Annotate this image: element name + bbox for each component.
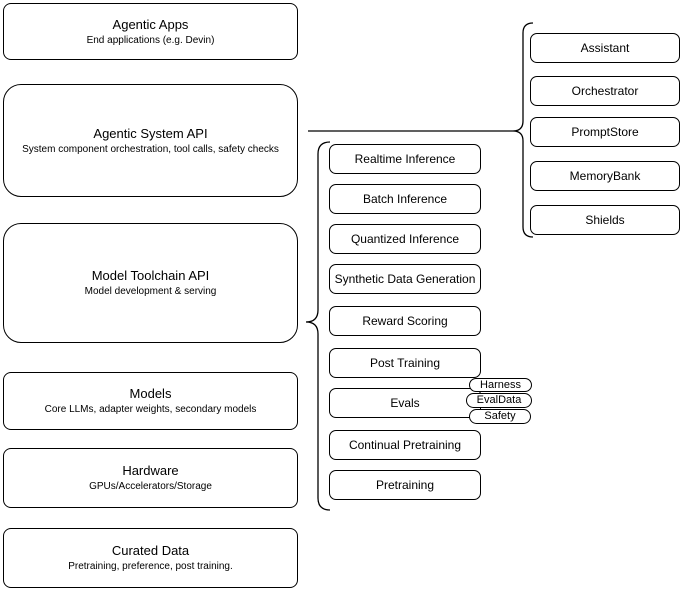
eval-tag-harness: Harness bbox=[469, 378, 532, 392]
service-label: Reward Scoring bbox=[362, 314, 448, 328]
component-label: Orchestrator bbox=[571, 84, 639, 98]
layer-box-models: Models Core LLMs, adapter weights, secon… bbox=[3, 372, 298, 430]
service-box-quantized-inference: Quantized Inference bbox=[329, 224, 481, 254]
service-label: Continual Pretraining bbox=[348, 438, 462, 452]
layer-box-hardware: Hardware GPUs/Accelerators/Storage bbox=[3, 448, 298, 508]
layer-title: Agentic Apps bbox=[112, 16, 189, 32]
layer-box-agentic-apps: Agentic Apps End applications (e.g. Devi… bbox=[3, 3, 298, 60]
component-label: Shields bbox=[585, 213, 625, 227]
service-box-batch-inference: Batch Inference bbox=[329, 184, 481, 214]
toolchain-brace bbox=[305, 141, 331, 511]
component-box-assistant: Assistant bbox=[530, 33, 680, 63]
eval-tag-safety: Safety bbox=[469, 409, 531, 424]
service-box-post-training: Post Training bbox=[329, 348, 481, 378]
eval-tag-label: EvalData bbox=[476, 394, 522, 406]
service-box-pretraining: Pretraining bbox=[329, 470, 481, 500]
component-box-memorybank: MemoryBank bbox=[530, 161, 680, 191]
layer-title: Model Toolchain API bbox=[91, 268, 210, 283]
layer-box-agentic-system-api: Agentic System API System component orch… bbox=[3, 84, 298, 197]
layer-title: Agentic System API bbox=[93, 125, 208, 141]
service-box-realtime-inference: Realtime Inference bbox=[329, 144, 481, 174]
service-label: Evals bbox=[390, 396, 420, 410]
layer-subtitle: End applications (e.g. Devin) bbox=[86, 34, 215, 46]
service-box-evals: Evals bbox=[329, 388, 481, 418]
layer-box-curated-data: Curated Data Pretraining, preference, po… bbox=[3, 528, 298, 588]
service-box-continual-pretraining: Continual Pretraining bbox=[329, 430, 481, 460]
component-label: MemoryBank bbox=[569, 169, 641, 183]
service-label: Pretraining bbox=[375, 478, 435, 492]
service-box-reward-scoring: Reward Scoring bbox=[329, 306, 481, 336]
component-box-shields: Shields bbox=[530, 205, 680, 235]
eval-tag-evaldata: EvalData bbox=[466, 393, 532, 408]
service-label: Quantized Inference bbox=[350, 232, 460, 246]
service-box-synthetic-data-generation: Synthetic Data Generation bbox=[329, 264, 481, 294]
eval-tag-label: Harness bbox=[480, 378, 521, 391]
components-bracket bbox=[512, 22, 534, 238]
layer-subtitle: Pretraining, preference, post training. bbox=[68, 561, 233, 572]
layer-title: Models bbox=[129, 386, 172, 401]
service-label: Post Training bbox=[369, 356, 441, 370]
service-label: Batch Inference bbox=[362, 192, 448, 206]
layer-title: Hardware bbox=[122, 463, 179, 478]
component-label: Assistant bbox=[580, 41, 630, 55]
component-label: PromptStore bbox=[571, 125, 639, 139]
layer-subtitle: GPUs/Accelerators/Storage bbox=[89, 481, 212, 492]
layer-box-model-toolchain-api: Model Toolchain API Model development & … bbox=[3, 223, 298, 343]
layer-subtitle: Model development & serving bbox=[84, 286, 217, 297]
layer-title: Curated Data bbox=[111, 543, 190, 558]
eval-tag-label: Safety bbox=[484, 410, 516, 422]
service-label: Synthetic Data Generation bbox=[334, 272, 476, 286]
component-box-promptstore: PromptStore bbox=[530, 117, 680, 147]
component-box-orchestrator: Orchestrator bbox=[530, 76, 680, 106]
service-label: Realtime Inference bbox=[354, 152, 456, 166]
layer-subtitle: Core LLMs, adapter weights, secondary mo… bbox=[44, 404, 257, 415]
layer-subtitle: System component orchestration, tool cal… bbox=[22, 143, 279, 155]
